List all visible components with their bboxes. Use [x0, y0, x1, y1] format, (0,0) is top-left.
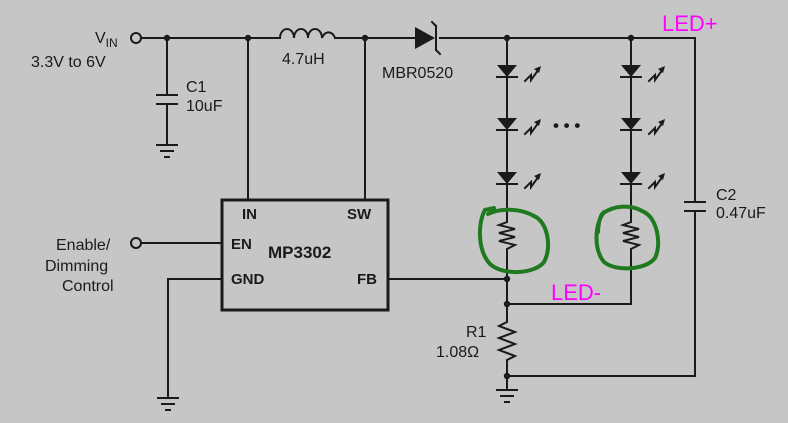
annotation-circle-right	[594, 204, 661, 271]
c2-value: 0.47uF	[716, 205, 766, 222]
annotation-circle-left	[478, 206, 551, 275]
led-array	[496, 65, 665, 191]
c1-value: 10uF	[186, 98, 223, 115]
led-1-1	[496, 65, 541, 84]
vin-label: VIN	[95, 30, 118, 50]
r1-value: 1.08Ω	[436, 344, 479, 361]
resistor-r1	[496, 317, 518, 367]
led-1-3	[496, 172, 541, 191]
led-1-2	[496, 118, 541, 137]
led-2-3	[620, 172, 665, 191]
pin-sw-label: SW	[347, 206, 372, 223]
ground-symbol-c1	[156, 144, 178, 158]
pin-gnd-label: GND	[231, 271, 265, 288]
vin-range-label: 3.3V to 6V	[31, 54, 106, 71]
pin-en-label: EN	[231, 236, 252, 253]
inductor-value: 4.7uH	[282, 51, 325, 68]
capacitor-c2	[684, 201, 706, 212]
junction-dots	[163, 34, 635, 380]
mp3302-ic	[220, 198, 390, 312]
pin-fb-label: FB	[357, 271, 377, 288]
led-2-2	[620, 118, 665, 137]
resistor-string1	[495, 217, 518, 257]
c2-label: C2	[716, 187, 737, 204]
led-2-1	[620, 65, 665, 84]
enable-label-line2: Dimming	[45, 258, 108, 275]
schottky-diode	[415, 20, 442, 56]
ground-symbol-r1	[496, 389, 518, 403]
ic-name: MP3302	[268, 243, 331, 262]
enable-label-line3: Control	[62, 278, 114, 295]
r1-label: R1	[466, 324, 487, 341]
ground-symbol-ic	[157, 397, 179, 411]
led-ellipsis: • • •	[553, 116, 580, 135]
enable-terminal	[130, 237, 142, 249]
resistor-string2	[619, 217, 642, 257]
led-plus-annotation: LED+	[662, 11, 718, 36]
pin-in-label: IN	[242, 206, 257, 223]
diode-label: MBR0520	[382, 65, 453, 82]
capacitor-c1	[156, 94, 178, 105]
inductor-symbol	[278, 28, 337, 40]
c1-label: C1	[186, 79, 207, 96]
enable-label-line1: Enable/	[56, 237, 111, 254]
led-minus-annotation: LED-	[551, 280, 601, 305]
vin-terminal	[130, 32, 142, 44]
